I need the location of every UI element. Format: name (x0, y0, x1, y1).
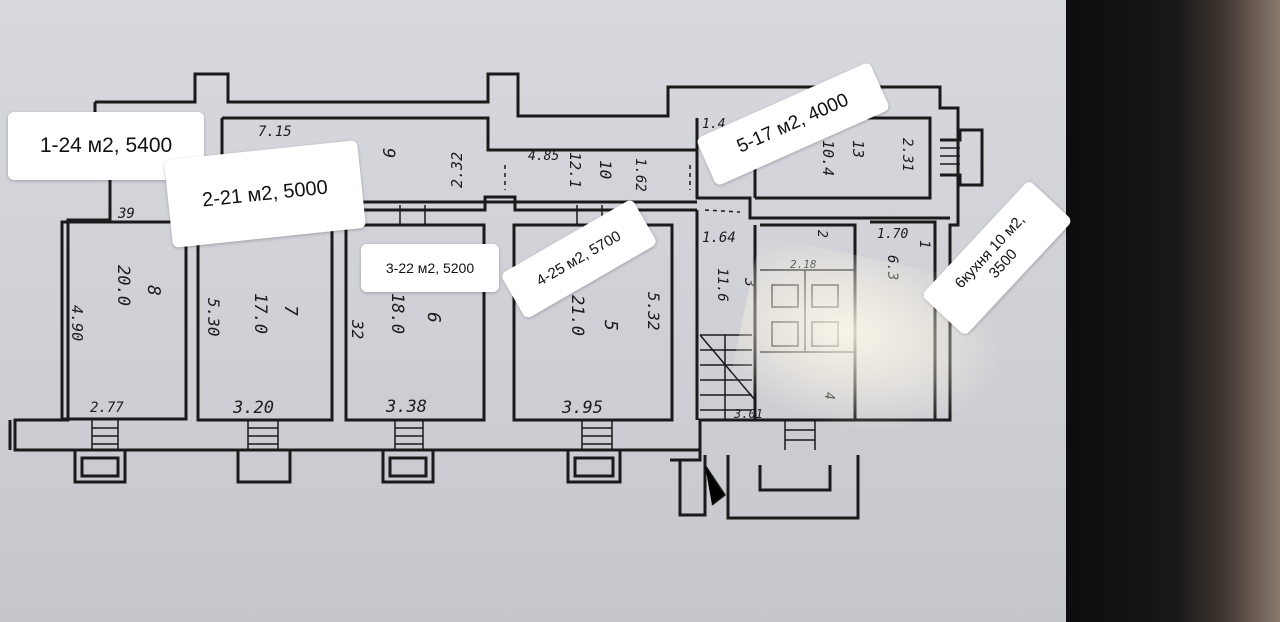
table-background (1180, 0, 1280, 622)
dim-338: 3.38 (385, 397, 427, 417)
dim-395: 3.95 (561, 398, 603, 418)
room-1-area: 6.3 (884, 255, 900, 280)
room-1-number: 1 (916, 240, 932, 248)
room-10-area: 12.1 (566, 152, 584, 188)
dim-301: 3.01 (733, 407, 763, 421)
dim-277: 2.77 (90, 400, 124, 416)
dim-32: 32 (348, 319, 367, 339)
dim-231: 2.31 (899, 138, 915, 172)
dim-218: 2.18 (790, 258, 817, 271)
dim-top-left: 7.15 (258, 124, 292, 140)
dim-170: 1.70 (877, 227, 908, 242)
room-3-number: 3 (741, 277, 759, 287)
room-5-number: 5 (600, 320, 621, 331)
room-10-number: 10 (596, 160, 615, 179)
dim-39: 39 (117, 206, 135, 222)
room-2-number: 2 (814, 230, 829, 238)
room-6-area: 18.0 (387, 293, 407, 334)
dim-532-a: 5.32 (644, 292, 663, 331)
room-5-area: 21.0 (567, 295, 587, 336)
dim-162: 1.62 (632, 158, 648, 192)
room-7-number: 7 (280, 305, 301, 316)
dim-320: 3.20 (232, 398, 274, 418)
room-8-area: 20.0 (113, 265, 133, 306)
room-3-area: 11.6 (714, 268, 730, 302)
plan-annotations: 7.15 2.32 4.85 1.62 1.64 2.31 1.70 2.18 … (68, 117, 932, 421)
dim-490: 4.90 (68, 305, 86, 341)
dim-530: 5.30 (204, 298, 223, 337)
dim-485: 4.85 (528, 149, 559, 164)
room-13-number: 13 (849, 140, 867, 158)
room-6-number: 6 (423, 312, 444, 323)
room-4-number: 4 (821, 392, 836, 400)
label-unit-3: 3-22 м2, 5200 (361, 244, 499, 292)
dim-vert-232: 2.32 (448, 152, 466, 188)
room-8-number: 8 (143, 285, 164, 296)
room-9-number: 9 (378, 148, 398, 158)
room-13-area: 10.4 (819, 140, 837, 176)
dim-164: 1.64 (702, 230, 736, 246)
room-7-area: 17.0 (250, 293, 270, 334)
